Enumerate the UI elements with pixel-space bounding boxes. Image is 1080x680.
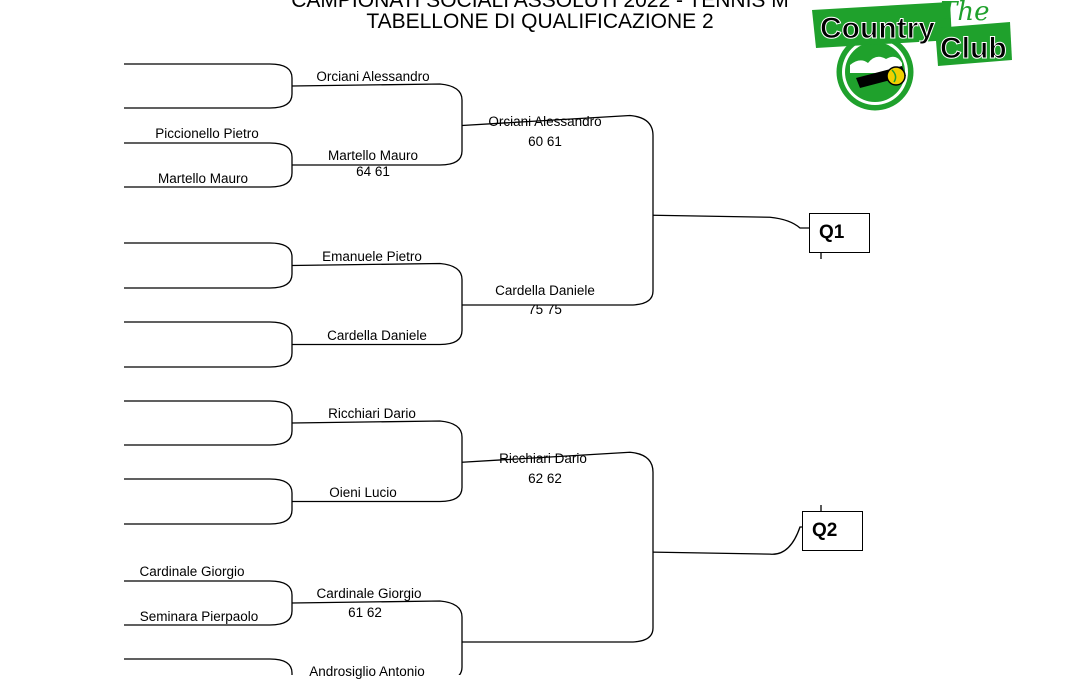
round2-winner: Cardinale Giorgio — [316, 586, 422, 601]
round1-connector — [124, 658, 293, 675]
qualifier-box-q2: Q2 — [802, 511, 863, 551]
round1-connector — [124, 63, 293, 109]
entrant-name: Piccionello Pietro — [155, 126, 259, 141]
title-line-2: TABELLONE DI QUALIFICAZIONE 2 — [366, 10, 714, 33]
round3-winner: Cardella Daniele — [495, 283, 595, 298]
round2-winner: Emanuele Pietro — [322, 249, 422, 264]
round3-connector — [461, 114, 654, 306]
round3-score: 62 62 — [528, 471, 562, 486]
round1-connector — [124, 242, 293, 289]
round3-winner: Ricchiari Dario — [499, 451, 587, 466]
round2-winner: Ricchiari Dario — [328, 406, 416, 421]
country-club-logo: Country Club The — [812, 0, 1012, 111]
title-line-1: CAMPIONATI SOCIALI ASSOLUTI 2022 - TENNI… — [291, 0, 789, 12]
round1-connector — [124, 478, 293, 525]
round3-winner: Orciani Alessandro — [488, 114, 602, 129]
logo-text-club: Club — [940, 32, 1007, 65]
entrant-name: Seminara Pierpaolo — [139, 609, 259, 624]
round2-winner: Orciani Alessandro — [316, 69, 430, 84]
round2-winner: Androsiglio Antonio — [309, 664, 425, 679]
entrant-name: Cardinale Giorgio — [139, 564, 245, 579]
round2-winner: Martello Mauro — [327, 148, 419, 163]
final-connector — [652, 526, 802, 555]
round1-connector — [124, 400, 293, 446]
round2-score: 64 61 — [356, 164, 390, 179]
round2-winner: Cardella Daniele — [327, 328, 427, 343]
final-connector — [652, 214, 809, 229]
round2-score: 61 62 — [348, 605, 382, 620]
round1-connector — [124, 321, 293, 368]
round3-connector — [461, 451, 654, 643]
round2-winner: Oieni Lucio — [329, 485, 397, 500]
entrant-name: Martello Mauro — [157, 171, 249, 186]
logo-script-text: The — [940, 0, 989, 27]
qualifier-box-q1: Q1 — [809, 213, 870, 253]
round3-score: 60 61 — [528, 134, 562, 149]
logo-text-country: Country — [820, 12, 935, 45]
round3-score: 75 75 — [528, 302, 562, 317]
